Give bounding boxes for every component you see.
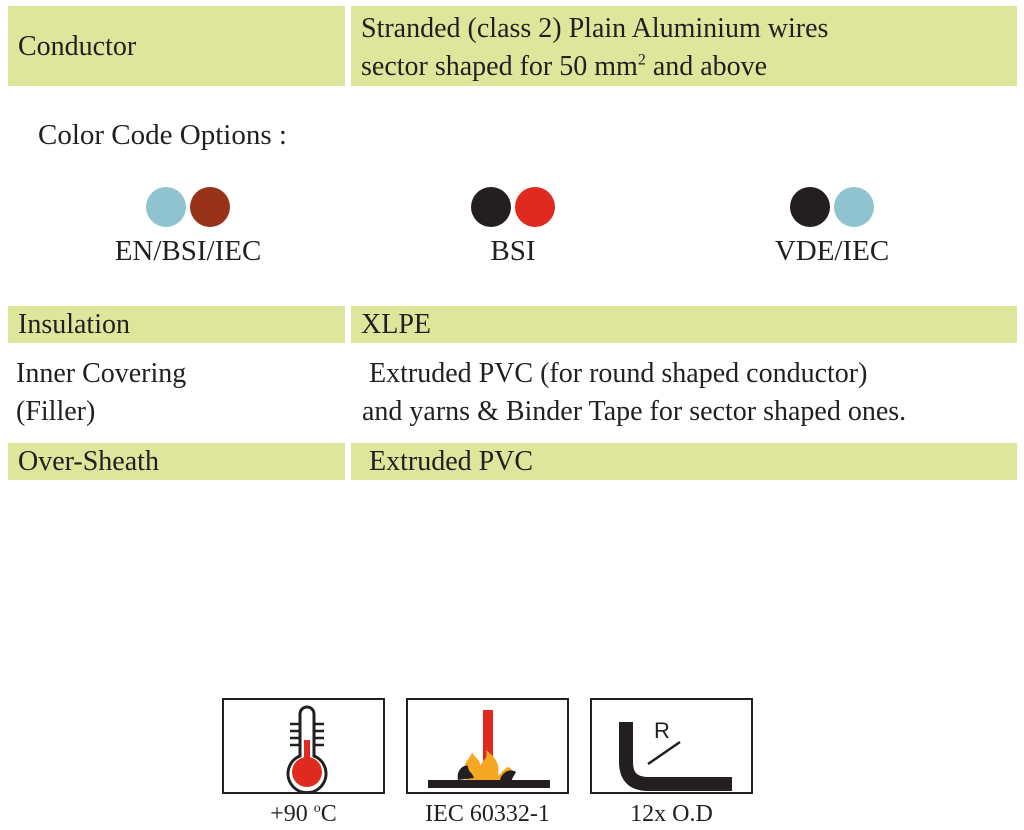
inner-covering-label-line1: Inner Covering [16, 358, 187, 389]
swatch-blue [146, 187, 186, 227]
color-option-label: EN/BSI/IEC [114, 235, 262, 267]
color-option-en-bsi-iec: EN/BSI/IEC [68, 187, 308, 269]
swatch-black [790, 187, 830, 227]
swatch-red [515, 187, 555, 227]
conductor-value-line2: sector shaped for 50 mm2 and above [361, 51, 768, 82]
color-code-heading: Color Code Options : [38, 119, 287, 151]
over-sheath-label: Over-Sheath [8, 443, 345, 480]
inner-covering-label: Inner Covering (Filler) [16, 355, 336, 431]
color-option-label: VDE/IEC [774, 235, 890, 267]
inner-covering-label-line2: (Filler) [16, 396, 96, 427]
conductor-value: Stranded (class 2) Plain Aluminium wires… [351, 6, 1017, 86]
conductor-value-line1: Stranded (class 2) Plain Aluminium wires [361, 13, 829, 44]
bend-radius-caption: 12x O.D [630, 801, 713, 827]
inner-covering-value-line1: Extruded PVC (for round shaped conductor… [362, 358, 868, 389]
inner-covering-value-line2: and yarns & Binder Tape for sector shape… [362, 396, 907, 427]
color-swatches [68, 187, 308, 229]
color-option-label: BSI [490, 235, 536, 267]
swatch-brown [190, 187, 230, 227]
color-swatches [393, 187, 633, 229]
over-sheath-value: Extruded PVC [351, 443, 1017, 480]
swatch-blue [834, 187, 874, 227]
swatch-black [471, 187, 511, 227]
inner-covering-value: Extruded PVC (for round shaped conductor… [362, 355, 1022, 431]
insulation-label: Insulation [8, 306, 345, 343]
bend-radius-icon: R [590, 698, 753, 794]
flame-test-icon [406, 698, 569, 794]
conductor-label: Conductor [8, 6, 345, 86]
flame-test-caption: IEC 60332-1 [425, 801, 550, 827]
radius-glyph: R [654, 718, 670, 743]
temperature-caption: +90 oC [270, 801, 337, 827]
color-swatches [712, 187, 952, 229]
color-option-bsi: BSI [393, 187, 633, 269]
color-option-vde-iec: VDE/IEC [712, 187, 952, 269]
thermometer-icon [222, 698, 385, 794]
insulation-value: XLPE [351, 306, 1017, 343]
